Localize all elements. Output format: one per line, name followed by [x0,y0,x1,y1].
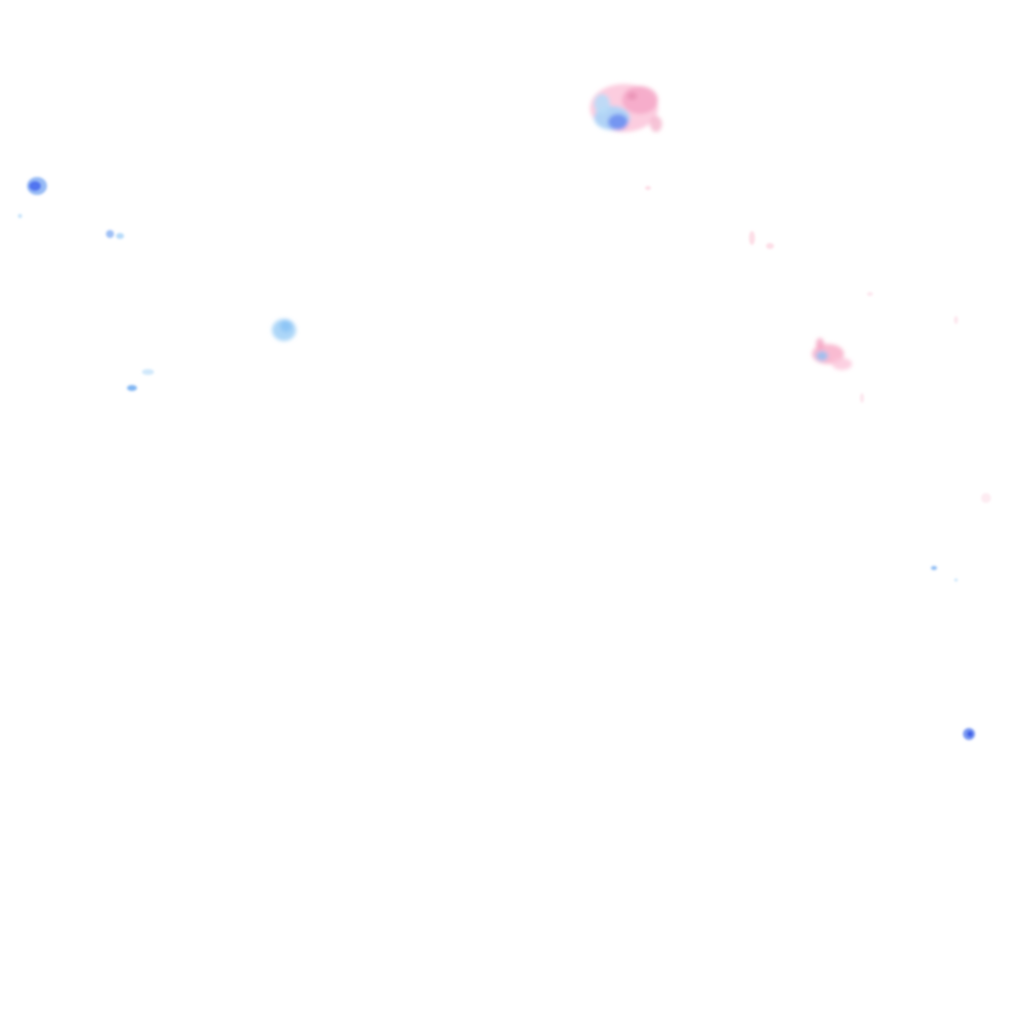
rain-cell-central [272,319,296,341]
mixed-precip-cell-north [590,84,662,132]
rain-cell-southeast [963,728,975,740]
mixed-precip-specks [645,186,991,503]
mixed-precip-cell-east [812,338,852,370]
rain-cell-west [27,177,47,195]
rain-specks [18,214,958,582]
